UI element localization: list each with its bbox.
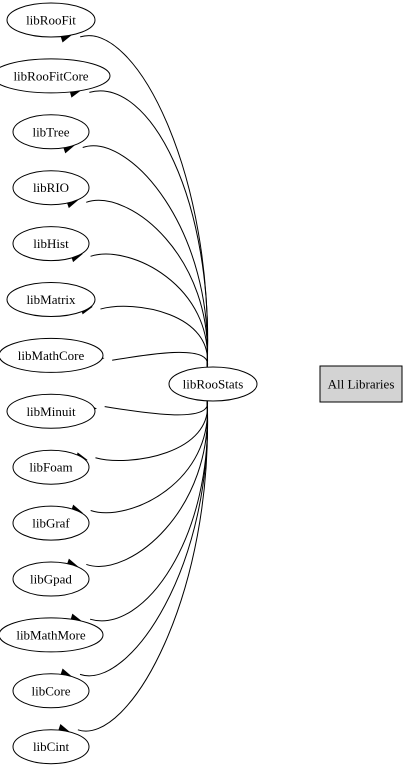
dependency-edge-libgraf bbox=[90, 399, 208, 514]
dependency-node-label: libCore bbox=[32, 683, 71, 698]
dependency-edge-libroofitcore bbox=[89, 90, 209, 369]
dependency-node-shape bbox=[12, 226, 90, 262]
dependency-node-shape bbox=[12, 673, 90, 709]
dependency-node-label: libGpad bbox=[30, 572, 72, 587]
dependency-node-shape bbox=[0, 58, 111, 94]
dependency-node-shape bbox=[6, 2, 96, 38]
dependency-node-label: libFoam bbox=[29, 460, 72, 475]
dependency-node-libhist[interactable]: libHist bbox=[12, 226, 90, 262]
dependency-node-label: libTree bbox=[32, 124, 69, 139]
dependency-node-shape bbox=[12, 449, 90, 485]
all-libraries-button[interactable]: All Libraries bbox=[319, 365, 403, 403]
dependency-node-label: libMatrix bbox=[26, 292, 76, 307]
dependency-edge-libhist bbox=[90, 253, 208, 369]
dependency-node-libminuit[interactable]: libMinuit bbox=[6, 393, 96, 429]
dependency-edge-libmathcore bbox=[112, 351, 208, 369]
dependency-node-shape bbox=[0, 617, 104, 653]
dependency-edge-librio bbox=[86, 200, 208, 369]
dependency-node-label: libRooFit bbox=[26, 13, 76, 28]
dependency-node-libroofit[interactable]: libRooFit bbox=[6, 2, 96, 38]
dependency-node-label: libRIO bbox=[33, 180, 69, 195]
dependency-node-libcint[interactable]: libCint bbox=[12, 729, 90, 765]
dependency-node-libgpad[interactable]: libGpad bbox=[12, 561, 90, 597]
dependency-node-shape bbox=[6, 282, 96, 317]
dependency-nodes: libRooFit libRooFitCore libTree libRIO libHi… bbox=[0, 2, 111, 765]
dependency-node-libmathcore[interactable]: libMathCore bbox=[0, 337, 104, 373]
dependency-edge-libcore bbox=[79, 399, 209, 677]
center-node-shape bbox=[168, 366, 258, 402]
center-node-librootstats[interactable]: libRooStats bbox=[168, 366, 258, 402]
dependency-edge-libtree bbox=[82, 145, 208, 369]
dependency-edge-libgpad bbox=[86, 399, 208, 567]
dependency-node-shape bbox=[6, 393, 96, 429]
dependency-node-libcore[interactable]: libCore bbox=[12, 673, 90, 709]
dependency-node-shape bbox=[12, 114, 90, 150]
dependency-node-libroofitcore[interactable]: libRooFitCore bbox=[0, 58, 111, 94]
dependency-node-shape bbox=[12, 561, 90, 597]
dependency-node-label: libMathMore bbox=[16, 627, 86, 642]
dependency-node-shape bbox=[12, 729, 90, 765]
dependency-edge-libmathmore bbox=[89, 399, 209, 622]
dependency-node-shape bbox=[12, 170, 90, 206]
dependency-edge-libcint bbox=[77, 399, 209, 732]
dependency-node-libmathmore[interactable]: libMathMore bbox=[0, 617, 104, 653]
dependency-node-label: libCint bbox=[33, 739, 70, 754]
dependency-node-libgraf[interactable]: libGraf bbox=[12, 505, 90, 541]
all-libraries-label: All Libraries bbox=[328, 377, 395, 392]
dependency-node-label: libMinuit bbox=[26, 404, 76, 419]
dependency-node-shape bbox=[12, 505, 90, 541]
dependency-edge-libfoam bbox=[95, 399, 208, 461]
dependency-edge-libmatrix bbox=[100, 305, 208, 369]
dependency-node-label: libHist bbox=[33, 236, 69, 251]
dependency-node-label: libGraf bbox=[32, 516, 70, 531]
center-node-label: libRooStats bbox=[183, 377, 244, 392]
all-libraries-box bbox=[319, 365, 403, 403]
dependency-node-libtree[interactable]: libTree bbox=[12, 114, 90, 150]
dependency-node-librio[interactable]: libRIO bbox=[12, 170, 90, 206]
dependency-node-label: libRooFitCore bbox=[13, 68, 88, 83]
dependency-node-label: libMathCore bbox=[18, 348, 85, 363]
dependency-node-libfoam[interactable]: libFoam bbox=[12, 449, 90, 485]
dependency-node-libmatrix[interactable]: libMatrix bbox=[6, 282, 96, 317]
dependency-edge-libminuit bbox=[104, 399, 208, 416]
dependency-node-shape bbox=[0, 337, 104, 373]
